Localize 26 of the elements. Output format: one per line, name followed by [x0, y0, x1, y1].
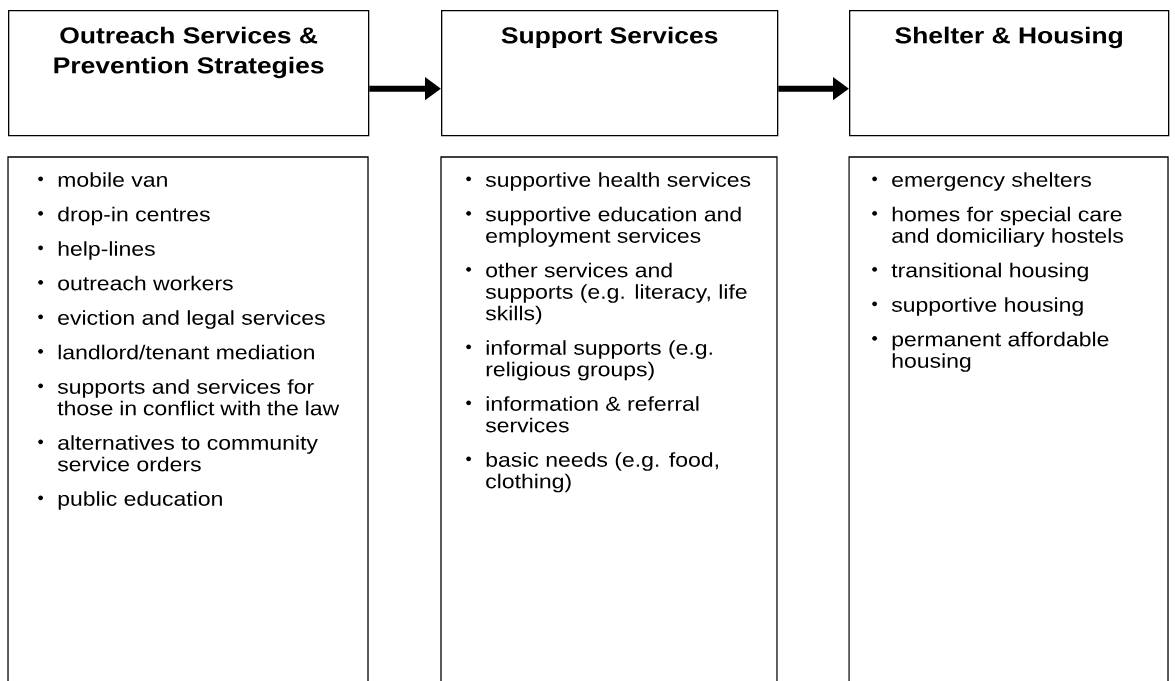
bullet-item: drop-in centres — [38, 206, 210, 226]
header-box: Outreach Services & Prevention Strategies — [8, 10, 370, 137]
bullet-item: emergency shelters — [872, 172, 1091, 191]
bullet-item: supports and services for those in conflict with the law — [38, 379, 340, 416]
bullet-item: other services and supports (e.g. literacy, life skills) — [466, 262, 747, 325]
bullet-item: informal supports (e.g. religious groups) — [466, 340, 712, 381]
list-panel — [848, 156, 1169, 681]
bullet-item: eviction and legal services — [38, 310, 325, 329]
bullet-item: landlord/tenant mediation — [38, 344, 314, 360]
header-box: Shelter & Housing — [849, 10, 1170, 137]
bullet-item: mobile van — [38, 172, 167, 187]
bullet-item: homes for special care and domiciliary hostels — [872, 206, 1123, 247]
bullet-item: transitional housing — [872, 262, 1088, 282]
bullet-item: supportive housing — [872, 297, 1083, 316]
bullet-item: outreach workers — [38, 275, 233, 291]
bullet-item: supportive education and employment services — [466, 206, 741, 247]
bullet-item: permanent affordable housing — [872, 331, 1109, 372]
bullet-item: alternatives to community service orders — [38, 435, 318, 472]
bullet-item: supportive health services — [466, 172, 751, 191]
list-panel — [7, 156, 369, 681]
list-panel — [440, 156, 778, 681]
bullet-item: information & referral services — [466, 396, 699, 433]
header-box: Support Services — [441, 10, 779, 137]
bullet-item: help-lines — [38, 241, 155, 260]
bullet-item: basic needs (e.g. food, clothing) — [466, 452, 718, 493]
bullet-item: public education — [38, 491, 222, 510]
